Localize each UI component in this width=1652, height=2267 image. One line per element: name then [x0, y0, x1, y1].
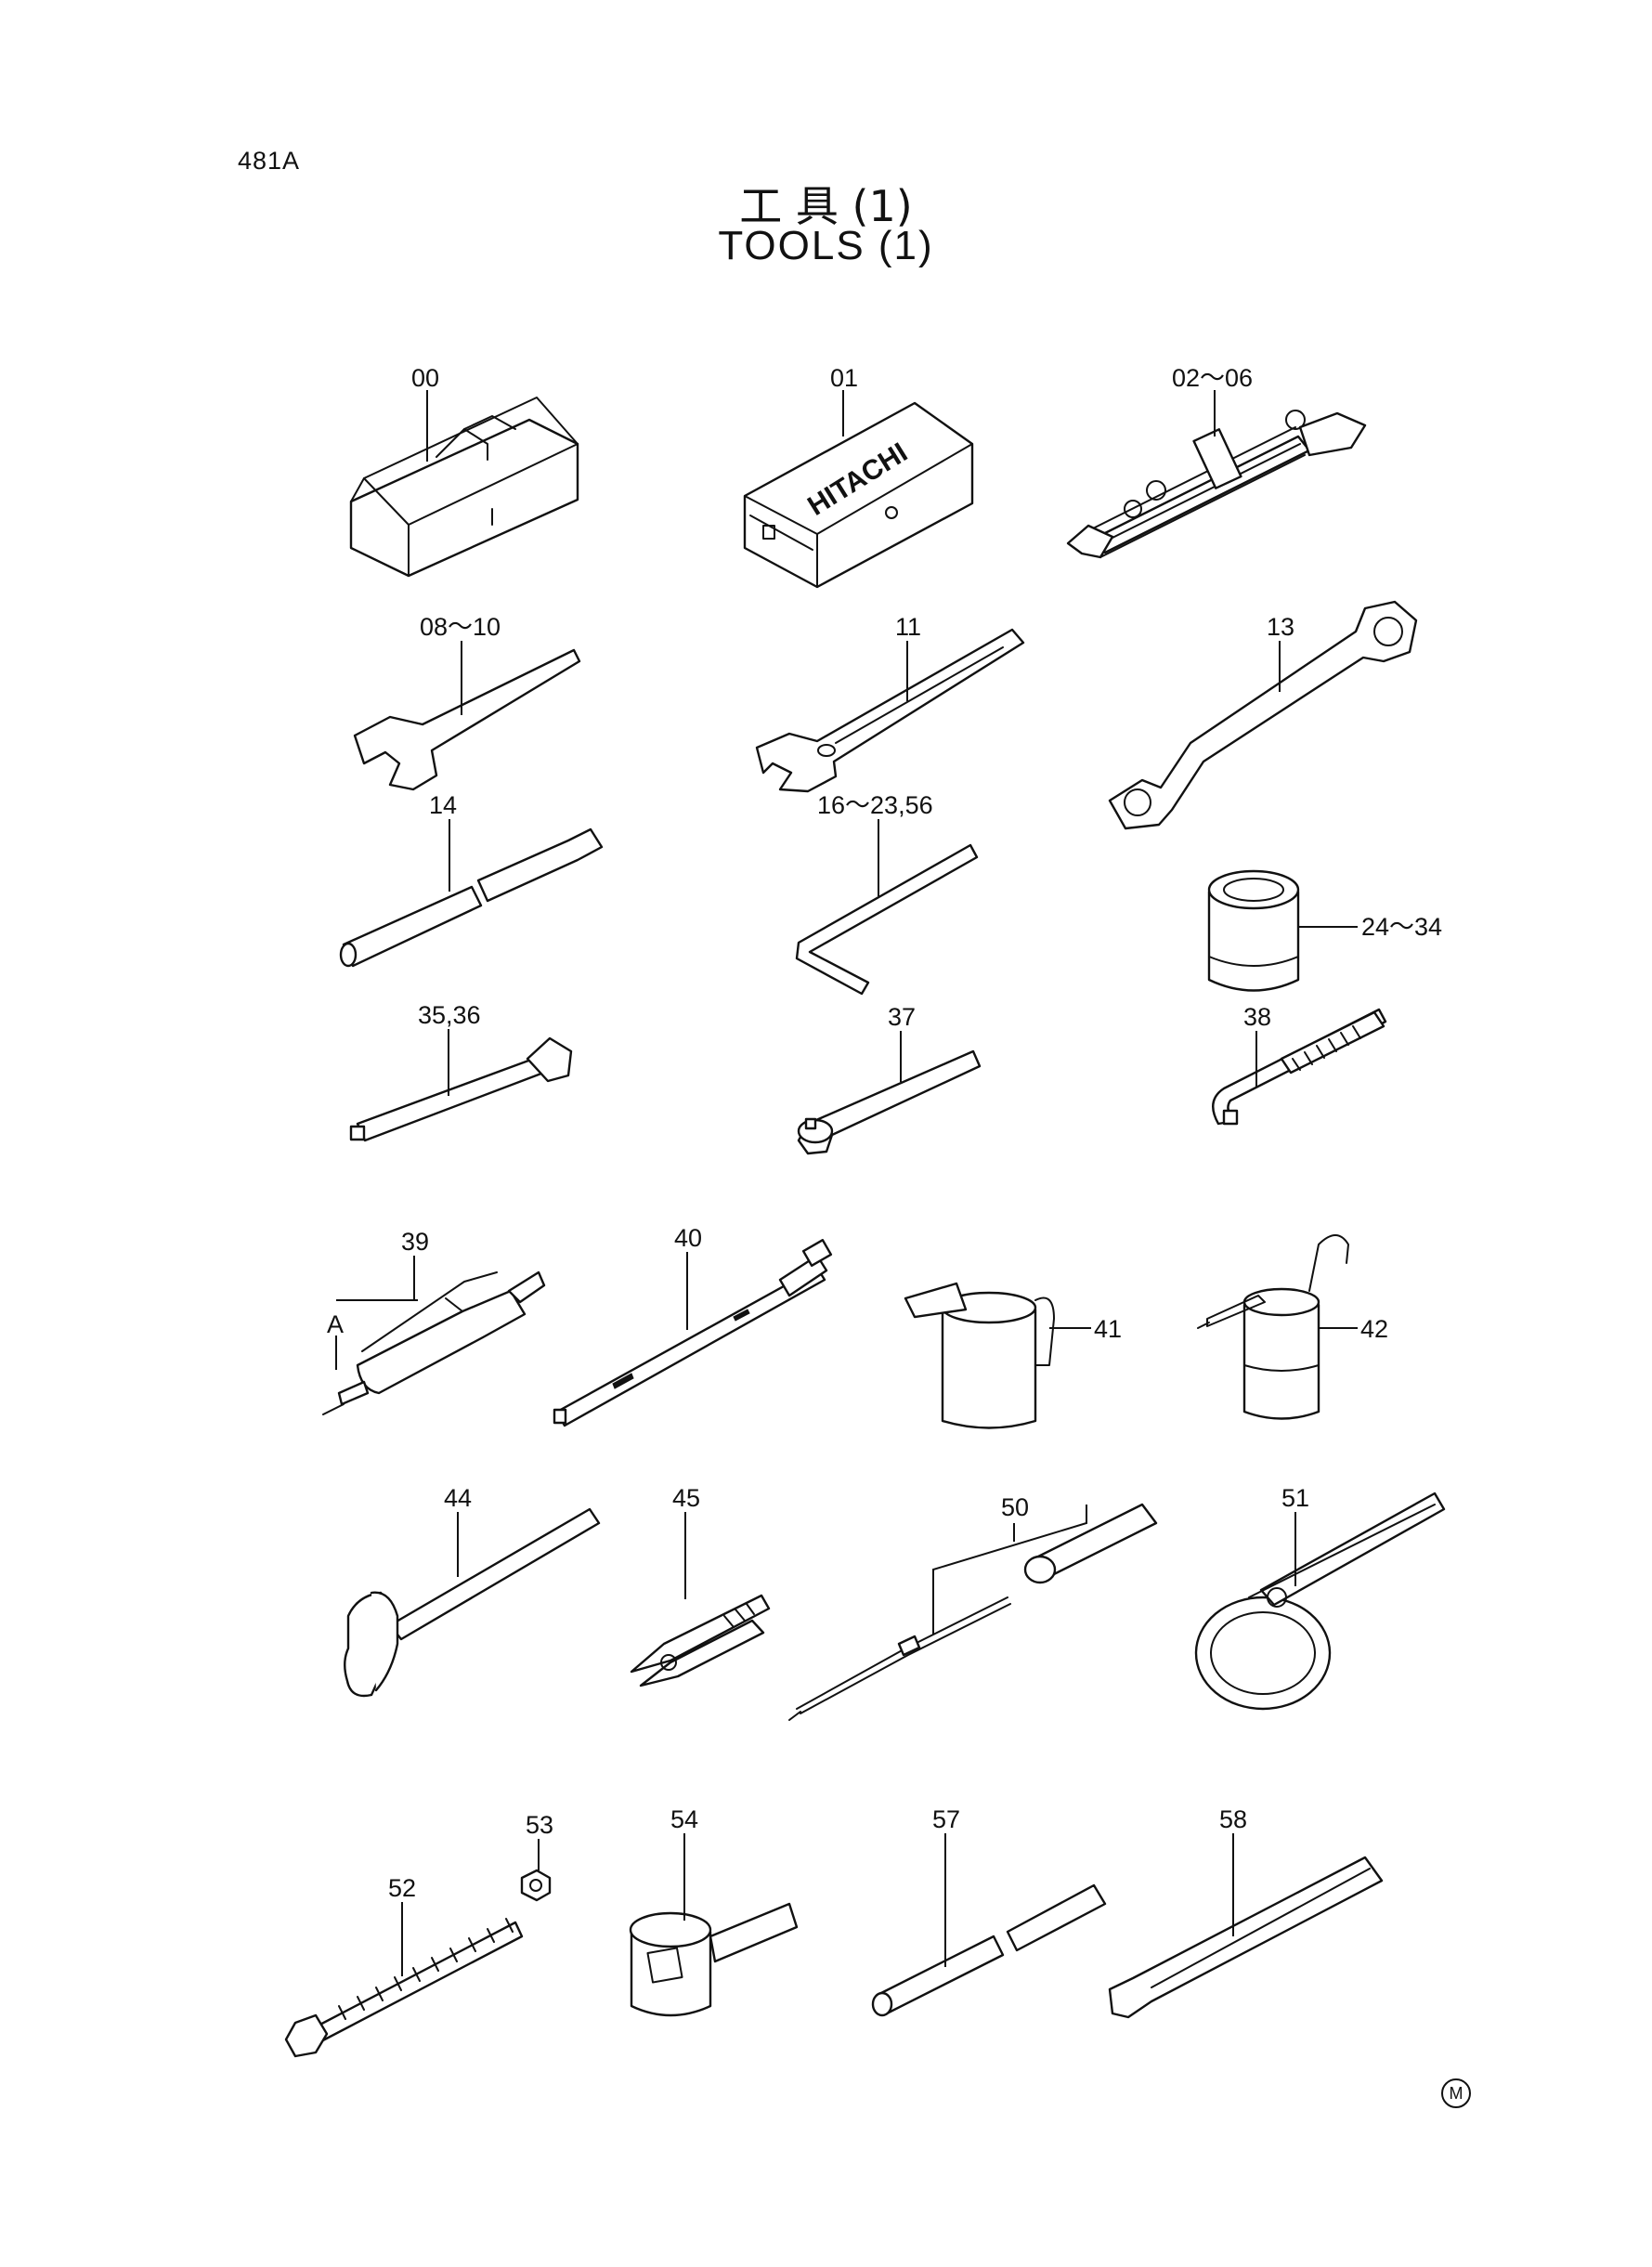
callout-41: 41 — [1094, 1315, 1122, 1343]
callout-58: 58 — [1219, 1805, 1247, 1833]
adapter-socket-54[interactable] — [629, 1902, 799, 2017]
callout-40: 40 — [674, 1224, 702, 1252]
callout-39-a: A — [327, 1310, 344, 1338]
callout-42: 42 — [1360, 1315, 1388, 1343]
callout-54: 54 — [670, 1805, 698, 1833]
corner-mark: M — [1441, 2078, 1471, 2108]
socket-24-34[interactable] — [1207, 869, 1300, 992]
wrench-set-02-06[interactable] — [1066, 410, 1367, 559]
hammer-44[interactable] — [344, 1507, 601, 1698]
callout-00: 00 — [411, 364, 439, 392]
callout-38: 38 — [1243, 1003, 1271, 1031]
callout-51: 51 — [1281, 1484, 1309, 1512]
box-wrench-13[interactable] — [1108, 600, 1418, 830]
spanner-08-10[interactable] — [353, 648, 581, 791]
callout-53: 53 — [526, 1811, 553, 1839]
page-title-japanese: 工 具 (1) — [739, 181, 913, 231]
callout-08-10: 08～10 — [420, 613, 501, 641]
callout-16-23-56: 16～23,56 — [817, 791, 933, 819]
callout-52: 52 — [388, 1874, 416, 1902]
callout-57: 57 — [932, 1805, 960, 1833]
callout-01: 01 — [830, 364, 858, 392]
callout-11: 11 — [895, 613, 921, 641]
pliers-45[interactable] — [630, 1594, 771, 1687]
callout-14: 14 — [429, 791, 457, 819]
callout-13: 13 — [1267, 613, 1294, 641]
bar-14[interactable] — [339, 827, 604, 968]
crank-handle-38[interactable] — [1212, 1008, 1387, 1126]
oil-can-41[interactable] — [904, 1282, 1055, 1429]
callout-02-06: 02～06 — [1172, 364, 1253, 392]
nut-53[interactable] — [520, 1869, 552, 1902]
screwdriver-50[interactable] — [788, 1503, 1158, 1721]
hex-key-16-23-56[interactable] — [795, 843, 979, 996]
callout-39: 39 — [401, 1228, 429, 1256]
grease-gun-39[interactable] — [322, 1270, 546, 1415]
callout-45: 45 — [672, 1484, 700, 1512]
pipe-57[interactable] — [871, 1883, 1107, 2017]
tool-box-00[interactable] — [349, 397, 579, 578]
filter-wrench-51[interactable] — [1194, 1492, 1446, 1711]
oiler-42[interactable] — [1197, 1234, 1349, 1420]
callout-37: 37 — [888, 1003, 916, 1031]
page-title-english: TOOLS (1) — [718, 223, 934, 268]
callout-24-34: 24～34 — [1361, 913, 1442, 941]
tool-box-01[interactable]: HITACHI — [743, 401, 974, 589]
chisel-58[interactable] — [1108, 1856, 1384, 2019]
callout-50: 50 — [1001, 1493, 1029, 1521]
extension-handle-40[interactable] — [553, 1239, 833, 1427]
ratchet-37[interactable] — [797, 1049, 982, 1155]
extension-bar-35-36[interactable] — [349, 1036, 573, 1142]
callout-44: 44 — [444, 1484, 472, 1512]
page-code: 481A — [238, 147, 301, 175]
bolt-52[interactable] — [284, 1918, 524, 2058]
adjustable-wrench-11[interactable] — [755, 628, 1025, 793]
callout-35-36: 35,36 — [418, 1001, 481, 1029]
